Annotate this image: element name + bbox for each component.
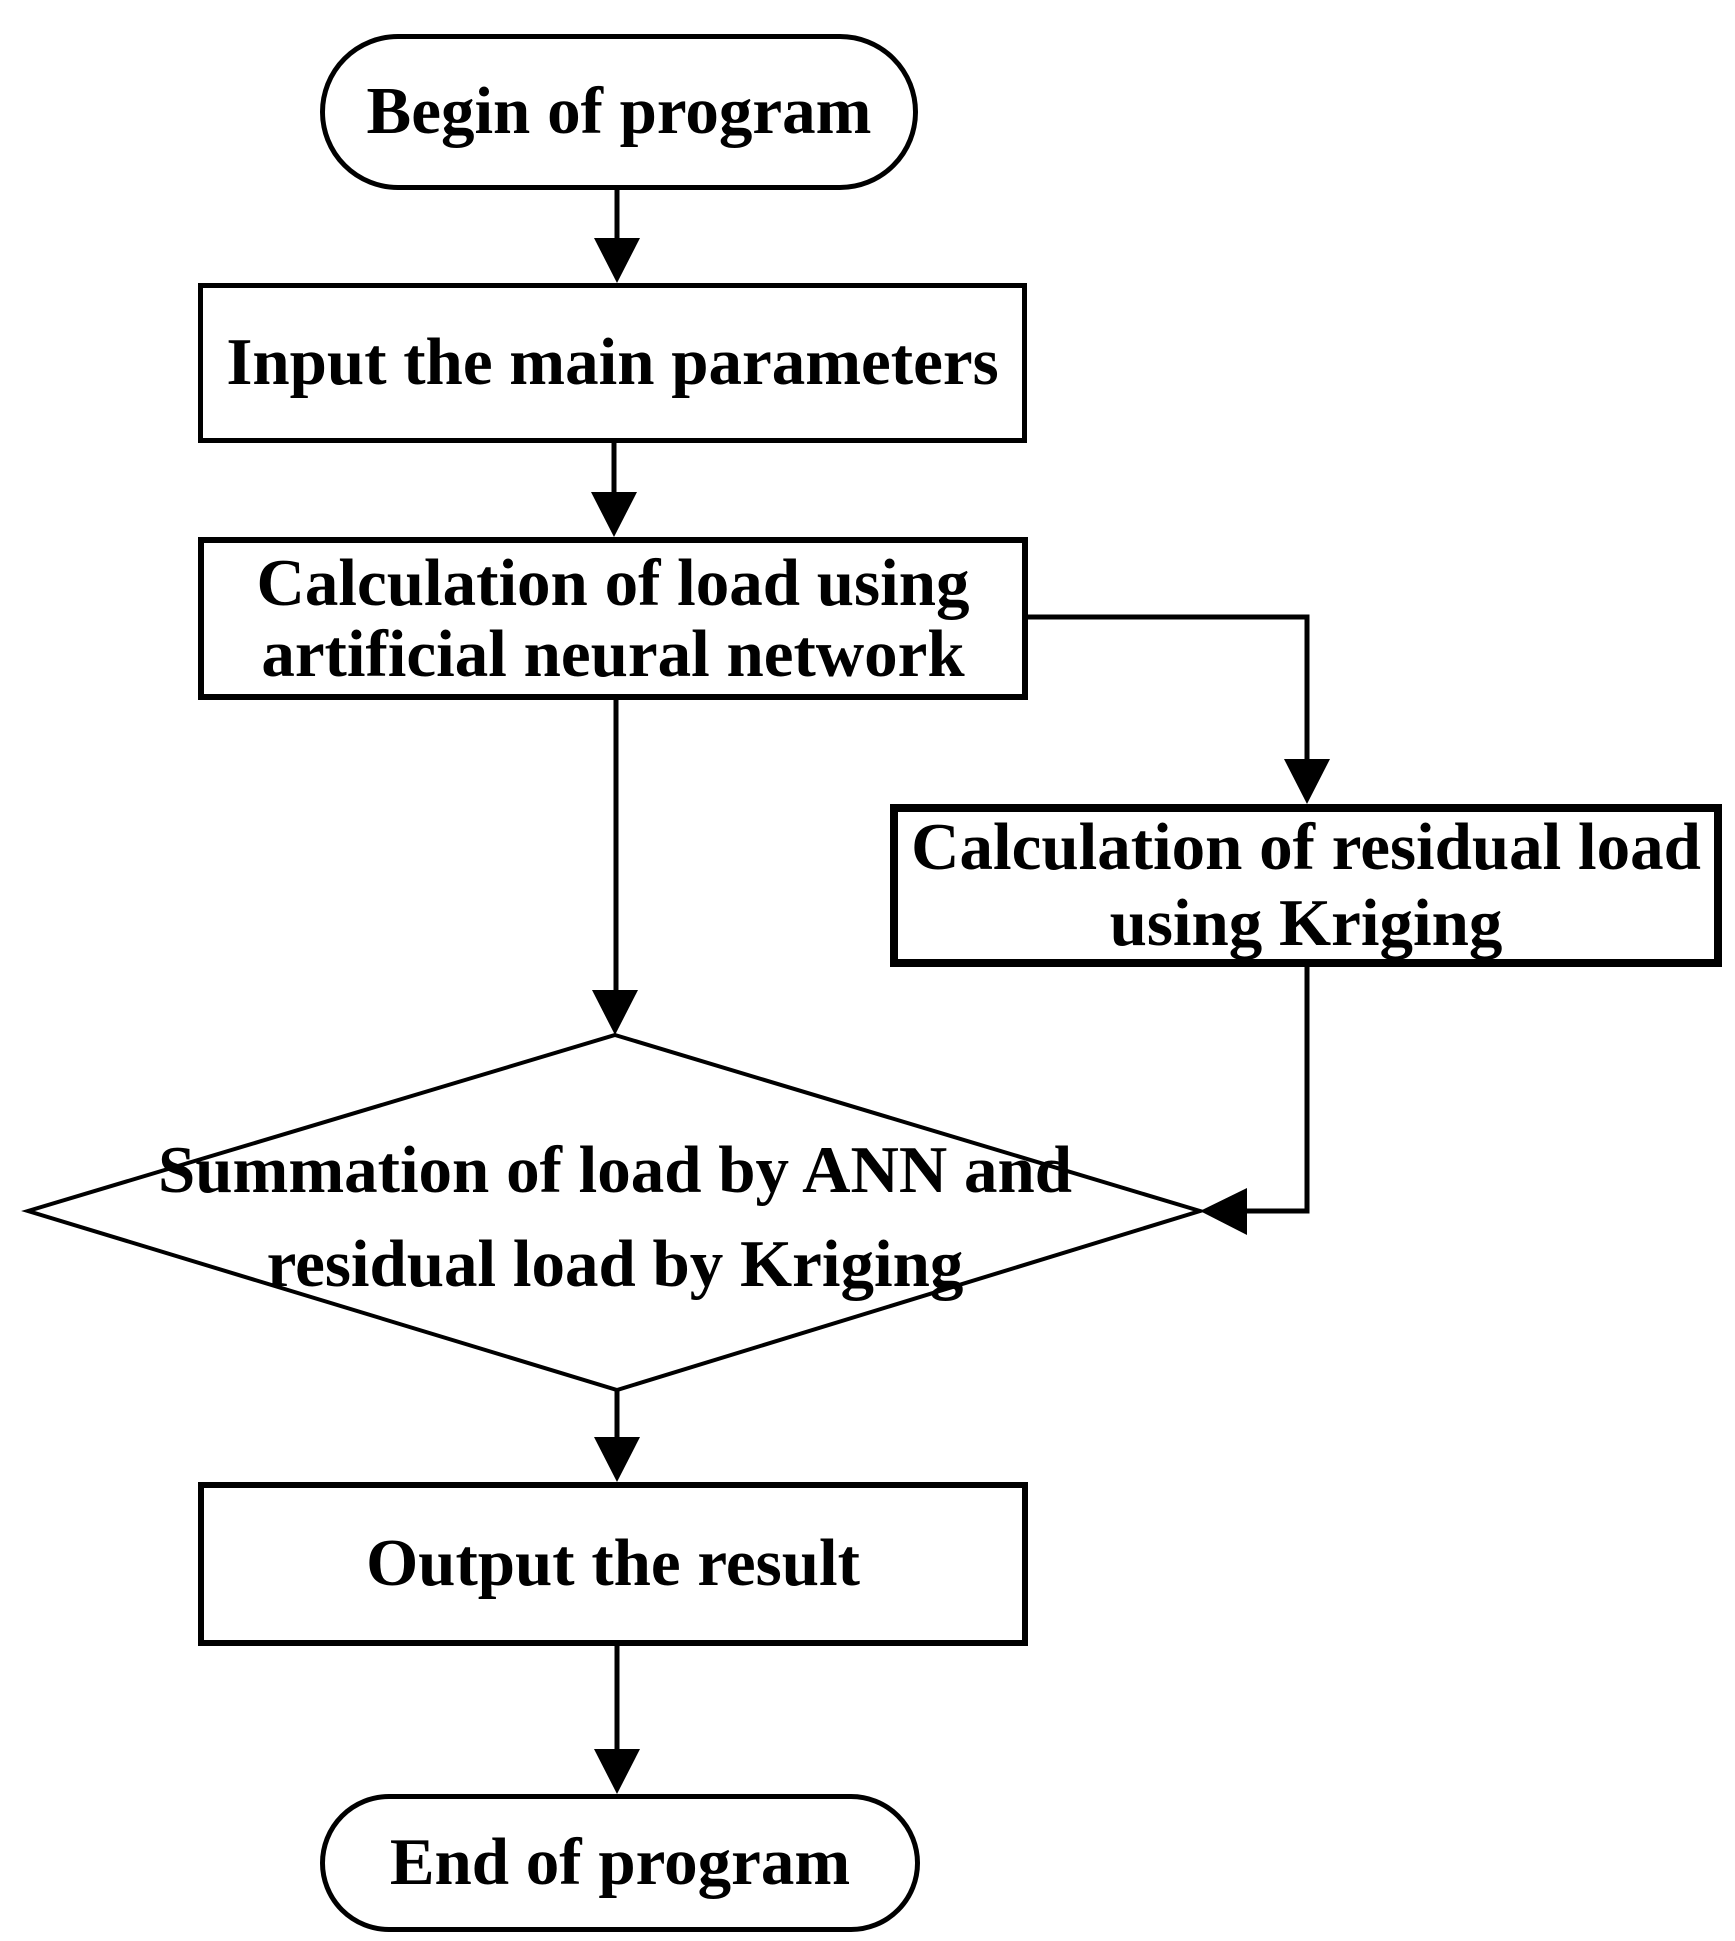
- edge-summation-output: [594, 1390, 640, 1482]
- begin-terminator-node: Begin of program: [320, 34, 918, 190]
- arrowhead-down-icon: [592, 990, 638, 1035]
- summation-decision-node: Summation of load by ANN and residual lo…: [30, 1118, 1200, 1318]
- output-result-node: Output the result: [198, 1482, 1028, 1646]
- edge-input-ann: [591, 443, 637, 537]
- edge-begin-input: [594, 190, 640, 283]
- input-parameters-label: Input the main parameters: [226, 325, 999, 400]
- end-label: End of program: [389, 1825, 851, 1900]
- input-parameters-node: Input the main parameters: [198, 283, 1027, 443]
- arrowhead-down-icon: [591, 492, 637, 537]
- arrowhead-down-icon: [594, 238, 640, 283]
- edge-kriging-summation: [1200, 967, 1310, 1235]
- arrowhead-left-icon: [1200, 1188, 1247, 1235]
- summation-label: Summation of load by ANN and residual lo…: [157, 1133, 1073, 1301]
- arrowhead-down-icon: [594, 1437, 640, 1482]
- begin-label: Begin of program: [366, 74, 872, 149]
- edge-ann-summation: [592, 700, 638, 1035]
- edge-output-end: [594, 1646, 640, 1794]
- ann-calculation-node: Calculation of load using artificial neu…: [198, 537, 1028, 700]
- end-terminator-node: End of program: [320, 1794, 920, 1932]
- kriging-calculation-label: Calculation of residual load using Krigi…: [911, 809, 1701, 960]
- arrowhead-down-icon: [594, 1749, 640, 1794]
- edge-ann-kriging: [1028, 614, 1330, 804]
- kriging-calculation-node: Calculation of residual load using Krigi…: [890, 804, 1722, 967]
- output-result-label: Output the result: [366, 1526, 860, 1601]
- arrowhead-down-icon: [1284, 759, 1330, 804]
- ann-calculation-label: Calculation of load using artificial neu…: [256, 546, 970, 691]
